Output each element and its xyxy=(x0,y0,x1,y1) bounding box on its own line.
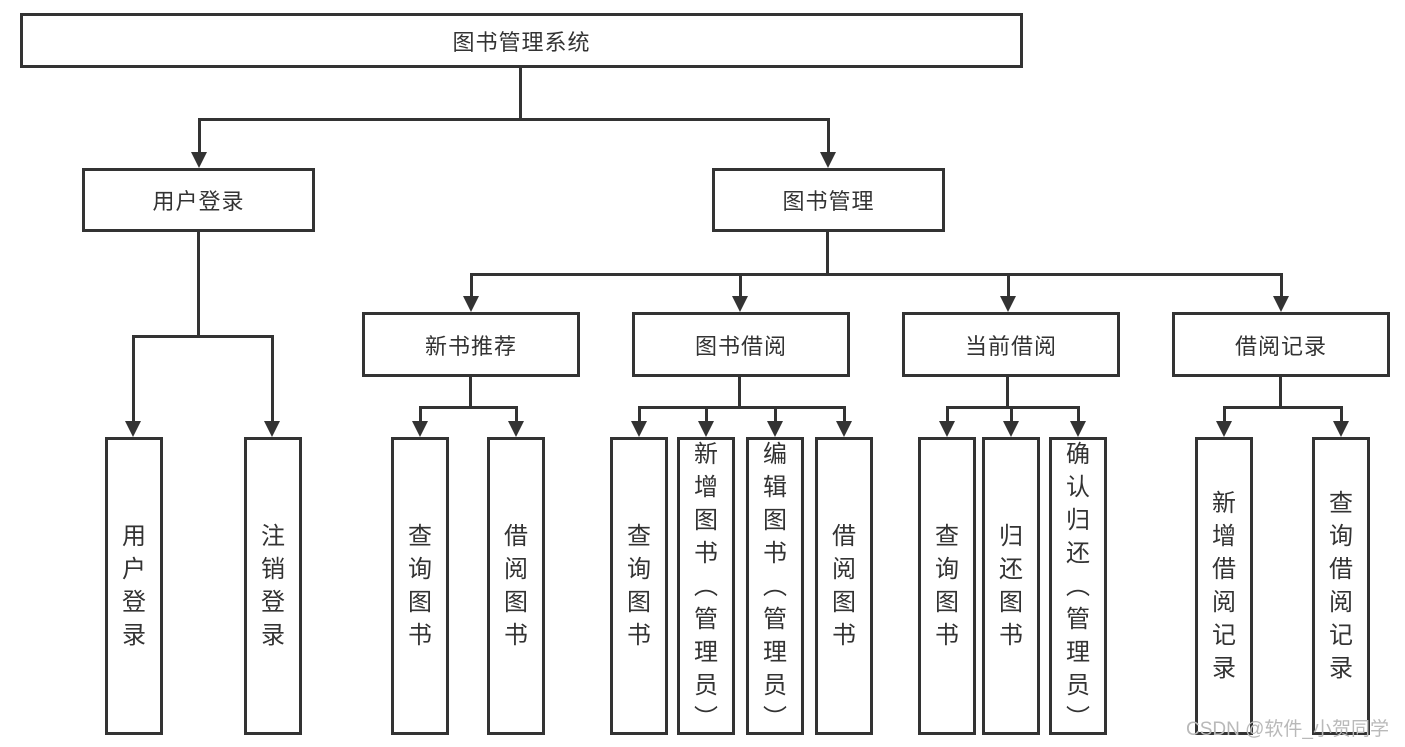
connector-line xyxy=(132,335,274,338)
node-label: 新书推荐 xyxy=(424,333,517,359)
arrow-down-icon xyxy=(732,273,748,312)
leaf-borrow-books: 借阅图书 xyxy=(815,437,873,735)
node-new-book-recommendation: 新书推荐 xyxy=(362,312,580,377)
leaf-label: 编辑图书︵管理员︶ xyxy=(763,440,787,732)
arrow-down-icon xyxy=(698,406,714,437)
leaf-query-books-recommend: 查询图书 xyxy=(391,437,449,735)
arrow-down-icon xyxy=(463,273,479,312)
leaf-user-login: 用户登录 xyxy=(105,437,163,735)
node-library-management-system: 图书管理系统 xyxy=(20,13,1023,68)
leaf-edit-book-admin: 编辑图书︵管理员︶ xyxy=(746,437,804,735)
arrow-down-icon xyxy=(767,406,783,437)
node-book-management: 图书管理 xyxy=(712,168,945,232)
arrow-down-icon xyxy=(1216,406,1232,437)
connector-line xyxy=(1006,377,1009,406)
arrow-down-icon xyxy=(508,406,524,437)
arrow-down-icon xyxy=(820,118,836,168)
connector-line xyxy=(197,232,200,335)
leaf-borrow-books-recommend: 借阅图书 xyxy=(487,437,545,735)
arrow-down-icon xyxy=(191,118,207,168)
connector-line xyxy=(946,406,1080,409)
arrow-down-icon xyxy=(1333,406,1349,437)
leaf-logout: 注销登录 xyxy=(244,437,302,735)
leaf-label: 确认归还︵管理员︶ xyxy=(1066,440,1090,732)
connector-line xyxy=(826,232,829,273)
arrow-down-icon xyxy=(939,406,955,437)
node-user-login: 用户登录 xyxy=(82,168,315,232)
arrow-down-icon xyxy=(1273,273,1289,312)
leaf-return-book: 归还图书 xyxy=(982,437,1040,735)
node-label: 当前借阅 xyxy=(964,333,1057,359)
leaf-label: 新增借阅记录 xyxy=(1212,490,1236,682)
leaf-query-books-borrow: 查询图书 xyxy=(610,437,668,735)
connector-line xyxy=(469,377,472,406)
node-label: 图书管理系统 xyxy=(452,29,591,55)
leaf-label: 新增图书︵管理员︶ xyxy=(694,440,718,732)
leaf-label: 归还图书 xyxy=(999,523,1023,649)
leaf-add-borrow-record: 新增借阅记录 xyxy=(1195,437,1253,735)
connector-line xyxy=(738,377,741,406)
leaf-label: 用户登录 xyxy=(122,523,146,649)
arrow-down-icon xyxy=(1070,406,1086,437)
leaf-label: 查询图书 xyxy=(935,523,959,649)
arrow-down-icon xyxy=(1003,406,1019,437)
node-label: 图书借阅 xyxy=(694,333,787,359)
node-label: 用户登录 xyxy=(152,189,245,214)
leaf-add-book-admin: 新增图书︵管理员︶ xyxy=(677,437,735,735)
arrow-down-icon xyxy=(836,406,852,437)
connector-line xyxy=(419,406,518,409)
leaf-label: 借阅图书 xyxy=(832,523,856,649)
csdn-watermark: CSDN @软件_小贺同学 xyxy=(1186,719,1389,740)
connector-line xyxy=(470,273,1282,276)
arrow-down-icon xyxy=(631,406,647,437)
connector-line xyxy=(198,118,830,121)
arrow-down-icon xyxy=(412,406,428,437)
leaf-query-books-current: 查询图书 xyxy=(918,437,976,735)
leaf-label: 查询借阅记录 xyxy=(1329,490,1353,682)
node-borrowing-records: 借阅记录 xyxy=(1172,312,1390,377)
leaf-label: 查询图书 xyxy=(627,523,651,649)
arrow-down-icon xyxy=(264,335,280,437)
arrow-down-icon xyxy=(125,335,141,437)
connector-line xyxy=(638,406,846,409)
connector-line xyxy=(1223,406,1343,409)
leaf-label: 借阅图书 xyxy=(504,523,528,649)
node-label: 借阅记录 xyxy=(1234,333,1327,359)
connector-line xyxy=(1279,377,1282,406)
connector-line xyxy=(519,68,522,118)
node-book-borrowing: 图书借阅 xyxy=(632,312,850,377)
leaf-label: 查询图书 xyxy=(408,523,432,649)
leaf-label: 注销登录 xyxy=(261,523,285,649)
node-label: 图书管理 xyxy=(782,189,875,214)
leaf-confirm-return-admin: 确认归还︵管理员︶ xyxy=(1049,437,1107,735)
node-current-borrowing: 当前借阅 xyxy=(902,312,1120,377)
leaf-query-borrow-record: 查询借阅记录 xyxy=(1312,437,1370,735)
arrow-down-icon xyxy=(1000,273,1016,312)
